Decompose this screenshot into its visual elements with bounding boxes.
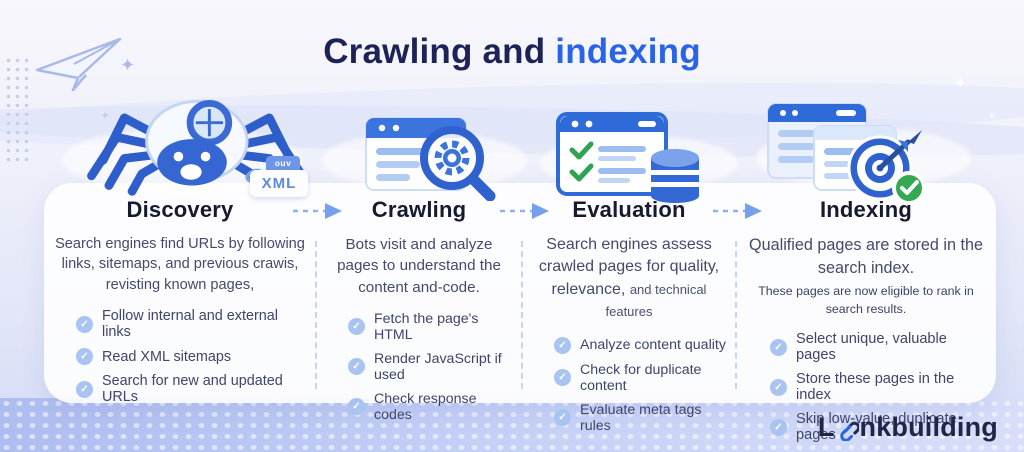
- plus-decoration: +: [102, 110, 109, 122]
- bottom-halftone-band: [0, 398, 1024, 452]
- column-title: Indexing: [819, 197, 913, 222]
- list-item: Analyze content quality: [554, 336, 730, 354]
- column-title: Discovery: [126, 197, 234, 222]
- logo-suffix: nkbuilding: [859, 412, 998, 442]
- list-item: Read XML sitemaps: [76, 348, 310, 366]
- column-description: Bots visit and analyze pages to understa…: [337, 236, 501, 296]
- check-circle-icon: [348, 398, 365, 416]
- dot-grid-pattern: [4, 56, 32, 166]
- browser-search-gear-icon: [365, 117, 496, 201]
- bullet-list: Select unique, valuable pages Store thes…: [742, 331, 990, 443]
- list-item: Fetch the page's HTML: [348, 311, 516, 343]
- list-item: Store these pages in the index: [770, 371, 990, 403]
- check-circle-icon: [770, 418, 787, 436]
- bullet-text: Render JavaScript if used: [374, 350, 502, 383]
- list-item: Check for duplicate content: [554, 362, 730, 394]
- bullet-text: Select unique, valuable pages: [796, 331, 947, 364]
- check-circle-icon: [770, 378, 787, 396]
- checklist-database-icon: [556, 112, 699, 203]
- check-circle-icon: [348, 318, 365, 336]
- chain-link-icon: [839, 421, 859, 441]
- column-description: Search engines assess crawled pages for …: [528, 234, 730, 324]
- list-item: Render JavaScript if used: [348, 351, 516, 383]
- column-discovery: Discovery Search engines find URLs by fo…: [44, 183, 316, 405]
- bullet-list: Analyze content quality Check for duplic…: [528, 336, 730, 434]
- check-circle-icon: [554, 369, 571, 387]
- flow-arrow-icon: [713, 203, 762, 219]
- bullet-text: Read XML sitemaps: [102, 348, 232, 365]
- check-circle-icon: [554, 336, 571, 354]
- column-title: Crawling: [371, 197, 467, 222]
- column-divider: [521, 241, 523, 389]
- bullet-text: Check for duplicate content: [580, 361, 702, 394]
- paper-plane-icon: [35, 37, 122, 92]
- xml-sitemap-badge: ouv XML: [250, 156, 310, 197]
- bullet-list: Follow internal and external links Read …: [50, 308, 310, 405]
- sparkle-icon: ✦: [120, 55, 136, 75]
- check-circle-icon: [554, 409, 571, 427]
- bullet-text: Search for new and updated URLs: [102, 373, 283, 406]
- bullet-text: Store these pages in the index: [796, 371, 955, 404]
- column-divider: [735, 241, 737, 389]
- list-item: Follow internal and external links: [76, 308, 310, 340]
- bullet-text: Follow internal and external links: [102, 308, 278, 341]
- list-item: Search for new and updated URLs: [76, 373, 310, 405]
- content-panel: Discovery Search engines find URLs by fo…: [44, 183, 996, 443]
- check-circle-icon: [76, 315, 93, 333]
- bullet-text: Check response codes: [374, 390, 477, 423]
- column-indexing: Indexing Qualified pages are stored in t…: [736, 183, 996, 443]
- check-circle-icon: [770, 338, 787, 356]
- column-evaluation: Evaluation Search engines assess crawled…: [522, 183, 736, 434]
- sparkle-icon: ✦: [954, 75, 967, 92]
- column-description: Search engines find URLs by following li…: [55, 236, 305, 293]
- description-main: Qualified pages are stored in the search…: [749, 236, 983, 277]
- xml-badge-label: XML: [250, 170, 308, 197]
- sparkle-icon: ✦: [988, 111, 996, 121]
- bullet-text: Evaluate meta tags rules: [580, 401, 702, 434]
- xml-badge-tab: ouv: [266, 156, 300, 170]
- check-circle-icon: [76, 348, 93, 366]
- title-accent: indexing: [555, 32, 701, 71]
- list-item: Skip low-value, duplicate pages: [770, 411, 990, 443]
- column-crawling: Crawling Bots visit and analyze pages to…: [316, 183, 522, 423]
- bullet-list: Fetch the page's HTML Render JavaScript …: [322, 311, 516, 423]
- bullet-text: Skip low-value, duplicate pages: [796, 411, 957, 444]
- bullet-text: Analyze content quality: [580, 337, 726, 354]
- logo: L nkbuilding: [818, 412, 998, 443]
- flow-arrow-icon: [293, 203, 342, 219]
- column-divider: [315, 241, 317, 389]
- flow-arrow-icon: [500, 203, 549, 219]
- spider-bot-icon: [87, 99, 307, 196]
- check-circle-icon: [348, 358, 365, 376]
- columns-row: Discovery Search engines find URLs by fo…: [44, 183, 996, 443]
- list-item: Evaluate meta tags rules: [554, 402, 730, 434]
- check-circle-icon: [76, 380, 93, 398]
- page-title: Crawling and indexing: [0, 32, 1024, 72]
- description-small: These pages are now eligible to rank in …: [758, 284, 974, 316]
- logo-prefix: L: [817, 412, 835, 442]
- list-item: Select unique, valuable pages: [770, 331, 990, 363]
- bullet-text: Fetch the page's HTML: [374, 310, 479, 343]
- title-prefix: Crawling and: [323, 32, 556, 71]
- column-description: Qualified pages are stored in the search…: [742, 234, 990, 318]
- description-main: Search engines assess crawled pages for …: [538, 236, 720, 298]
- windows-target-check-icon: [767, 103, 926, 204]
- description-small: and technical features: [605, 281, 707, 320]
- list-item: Check response codes: [348, 391, 516, 423]
